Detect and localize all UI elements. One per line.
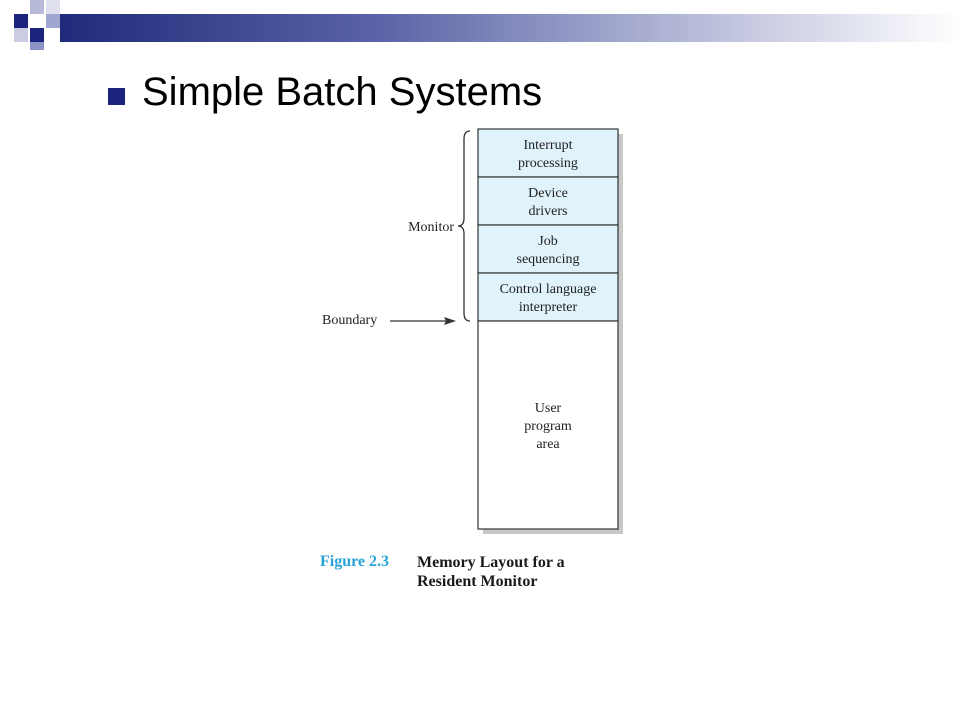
figure-caption-title-line-2: Resident Monitor: [417, 573, 538, 590]
monitor-brace: [457, 130, 471, 322]
memory-block-label: sequencing: [517, 252, 580, 267]
memory-block-5: User program area: [477, 320, 619, 530]
banner-square-3: [46, 14, 60, 28]
memory-block-label: Job: [538, 234, 557, 249]
banner-gradient-bar: [60, 14, 960, 42]
memory-block-rect: [477, 272, 619, 322]
memory-block-label: drivers: [529, 204, 568, 219]
memory-block-rect: [477, 320, 619, 530]
memory-block-label: area: [536, 437, 560, 452]
banner-square-8: [30, 42, 44, 50]
banner-square-7: [30, 14, 44, 28]
memory-block-label: Control language: [500, 282, 597, 297]
memory-block-label: program: [524, 419, 572, 434]
monitor-label: Monitor: [408, 220, 454, 235]
boundary-arrow-head: [444, 317, 456, 325]
banner-square-5: [14, 28, 28, 42]
memory-block-1: Interrupt processing: [477, 128, 619, 178]
title-banner: [0, 0, 960, 50]
memory-block-2: Device drivers: [477, 176, 619, 226]
memory-block-rect: [477, 176, 619, 226]
memory-block-label: User: [535, 401, 562, 416]
memory-block-3: Job sequencing: [477, 224, 619, 274]
slide-title: Simple Batch Systems: [142, 70, 543, 114]
memory-block-label: interpreter: [519, 300, 578, 315]
memory-block-label: processing: [518, 156, 578, 171]
memory-block-label: Device: [528, 186, 568, 201]
banner-square-2: [30, 0, 44, 14]
figure-caption-label: Figure 2.3: [320, 553, 390, 570]
memory-block-rect: [477, 128, 619, 178]
square-bullet-icon: [108, 88, 125, 105]
memory-block-label: Interrupt: [524, 138, 573, 153]
banner-square-4: [30, 28, 44, 42]
banner-square-1: [14, 14, 28, 28]
figure-caption-title-line-1: Memory Layout for a: [417, 554, 565, 571]
banner-square-6: [46, 0, 60, 14]
boundary-label: Boundary: [322, 313, 377, 328]
memory-block-rect: [477, 224, 619, 274]
memory-block-4: Control language interpreter: [477, 272, 619, 322]
figure-caption-title: Memory Layout for a Resident Monitor: [417, 553, 637, 591]
